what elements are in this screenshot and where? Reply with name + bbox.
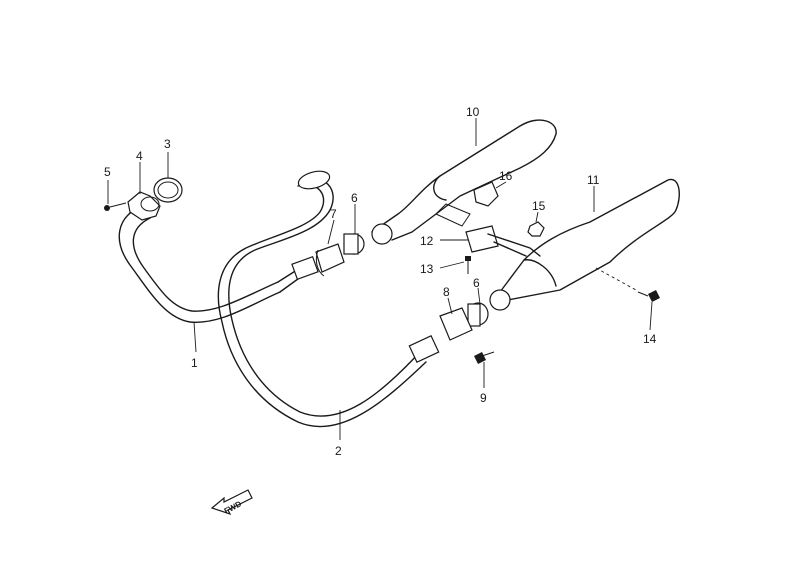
callout-10: 10 (466, 105, 480, 119)
joint-clamp (465, 225, 541, 257)
flange-bolt (104, 202, 127, 211)
callout-14: 14 (643, 332, 657, 346)
exhaust-pipe-rear (217, 170, 427, 428)
callout-6-upper: 6 (351, 191, 358, 205)
muffler-gasket-upper (343, 233, 365, 255)
callout-5: 5 (104, 165, 111, 179)
clamp-bolt (465, 256, 471, 274)
forward-arrow-icon: FWD (210, 489, 253, 516)
callout-13: 13 (420, 262, 434, 276)
callout-7: 7 (330, 207, 337, 221)
callout-11: 11 (587, 173, 600, 187)
exhaust-gasket (153, 177, 183, 203)
muffler-lower (489, 178, 680, 311)
pipe-clamp-rear (408, 307, 473, 364)
callout-16: 16 (499, 169, 513, 183)
muffler-upper (371, 119, 557, 245)
muffler-gasket-lower (467, 302, 489, 327)
leader-lines (107, 118, 653, 440)
callout-6-lower: 6 (473, 276, 480, 290)
clamp-bolt-lower (474, 351, 495, 364)
callout-12: 12 (420, 234, 434, 248)
callout-1: 1 (191, 356, 198, 370)
muffler-mount-bolt (595, 267, 660, 302)
exhaust-pipe-front (118, 207, 303, 323)
hex-nut (527, 221, 545, 237)
callout-3: 3 (164, 137, 171, 151)
muffler-bracket (473, 181, 499, 207)
callout-15: 15 (532, 199, 546, 213)
pipe-clamp-front (291, 243, 345, 281)
callout-9: 9 (480, 391, 487, 405)
callout-4: 4 (136, 149, 143, 163)
callout-2: 2 (335, 444, 342, 458)
exhaust-flange (127, 191, 161, 221)
callout-8: 8 (443, 285, 450, 299)
